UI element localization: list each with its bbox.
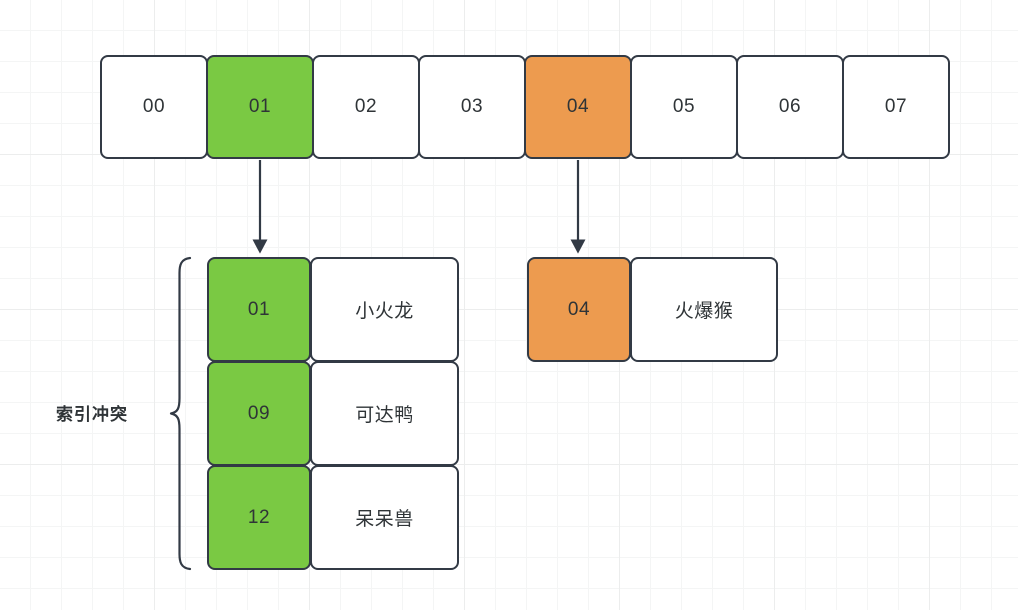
bucket-cell-label: 00 [142,96,166,117]
bucket-cell-01[interactable]: 01 [206,55,314,159]
orange-node-0-key[interactable]: 04 [527,257,631,362]
node-key-label: 09 [247,402,271,424]
green-node-1-value[interactable]: 可达鸭 [310,361,459,466]
bucket-cell-label: 03 [460,96,484,117]
bucket-cell-03[interactable]: 03 [418,55,526,159]
bucket-cell-06[interactable]: 06 [736,55,844,159]
green-node-1-key[interactable]: 09 [207,361,311,466]
green-node-2-key[interactable]: 12 [207,465,311,570]
node-value-label: 呆呆兽 [355,509,414,530]
node-key-label: 01 [247,298,271,320]
green-node-2-value[interactable]: 呆呆兽 [310,465,459,570]
bucket-cell-label: 05 [672,96,696,117]
bucket-cell-label: 06 [778,96,802,117]
bucket-cell-00[interactable]: 00 [100,55,208,159]
node-value-label: 火爆猴 [674,301,734,322]
bucket-cell-07[interactable]: 07 [842,55,950,159]
green-node-0-key[interactable]: 01 [207,257,311,362]
bucket-cell-label: 07 [884,96,908,117]
bucket-cell-label: 04 [566,96,590,117]
bucket-cell-02[interactable]: 02 [312,55,420,159]
node-key-label: 12 [247,506,271,528]
node-value-label: 小火龙 [355,301,414,322]
node-value-label: 可达鸭 [355,405,414,426]
collision-annotation-label: 索引冲突 [56,405,128,424]
node-key-label: 04 [567,298,591,320]
orange-node-0-value[interactable]: 火爆猴 [630,257,778,362]
bucket-cell-label: 02 [354,96,378,117]
curly-brace-icon [169,256,192,571]
bucket-cell-04[interactable]: 04 [524,55,632,159]
bucket-cell-label: 01 [248,96,272,117]
bucket-cell-05[interactable]: 05 [630,55,738,159]
green-node-0-value[interactable]: 小火龙 [310,257,459,362]
